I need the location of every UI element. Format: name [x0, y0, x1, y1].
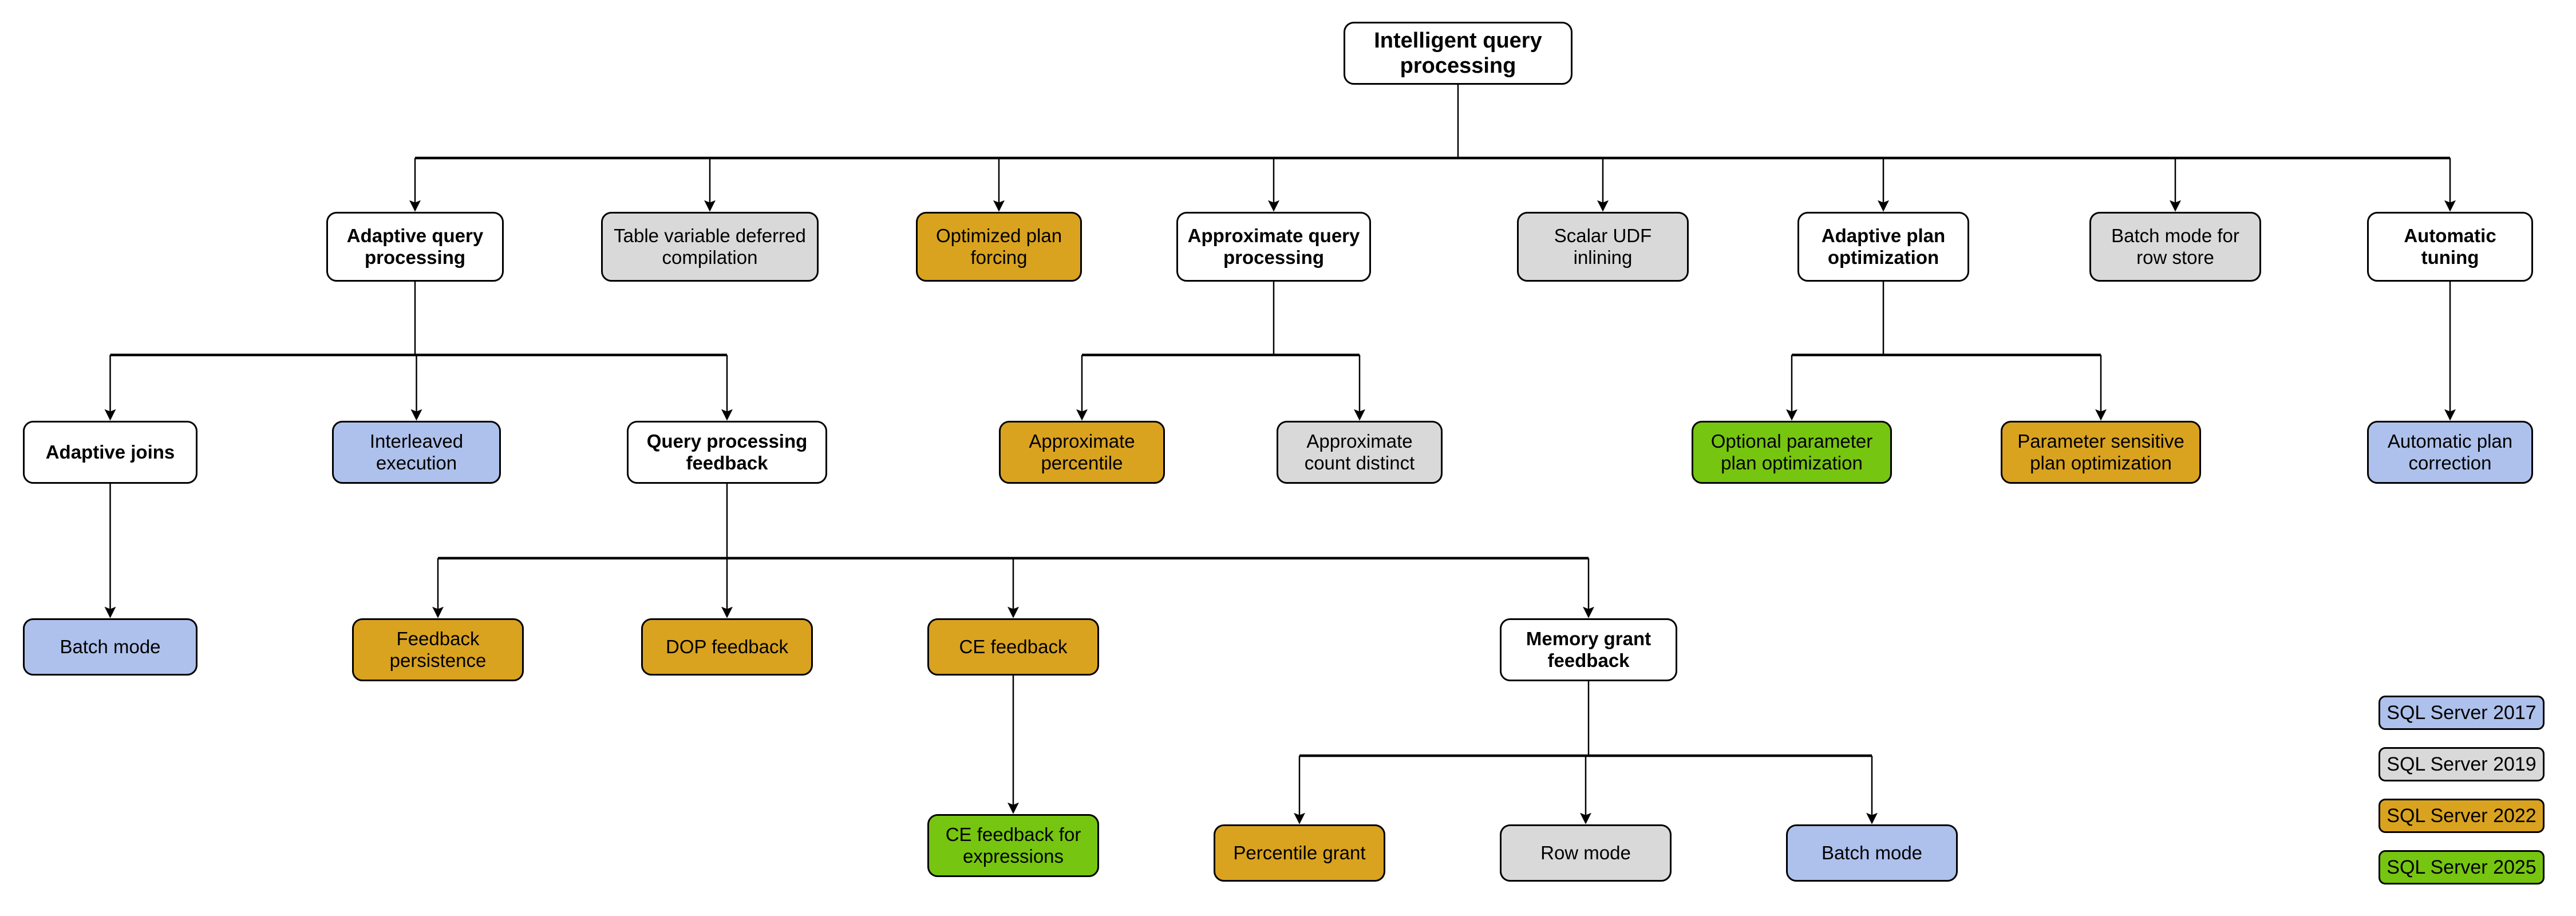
node-rmode[interactable]: Row mode	[1500, 824, 1672, 882]
node-opf[interactable]: Optimized plan forcing	[916, 212, 1082, 282]
node-cefb[interactable]: CE feedback	[927, 618, 1099, 676]
node-apq[interactable]: Approximate query processing	[1176, 212, 1371, 282]
node-bmode1[interactable]: Batch mode	[23, 618, 197, 676]
node-sudf[interactable]: Scalar UDF inlining	[1517, 212, 1689, 282]
legend-item-sql-server-2019: SQL Server 2019	[2379, 747, 2545, 781]
node-pgrant[interactable]: Percentile grant	[1214, 824, 1385, 882]
node-acdist[interactable]: Approximate count distinct	[1277, 421, 1443, 484]
node-qpf[interactable]: Query processing feedback	[627, 421, 827, 484]
node-cefbex[interactable]: CE feedback for expressions	[927, 814, 1099, 877]
node-oppo[interactable]: Optional parameter plan optimization	[1692, 421, 1892, 484]
node-dopfb[interactable]: DOP feedback	[641, 618, 813, 676]
node-bmrs[interactable]: Batch mode for row store	[2089, 212, 2261, 282]
node-fbpers[interactable]: Feedback persistence	[352, 618, 524, 681]
node-iqp[interactable]: Intelligent query processing	[1344, 22, 1573, 85]
legend-item-sql-server-2017: SQL Server 2017	[2379, 696, 2545, 730]
node-apc[interactable]: Automatic plan correction	[2367, 421, 2533, 484]
node-ilexec[interactable]: Interleaved execution	[332, 421, 501, 484]
node-atune[interactable]: Automatic tuning	[2367, 212, 2533, 282]
node-apo[interactable]: Adaptive plan optimization	[1797, 212, 1969, 282]
node-ajoin[interactable]: Adaptive joins	[23, 421, 197, 484]
legend-item-sql-server-2022: SQL Server 2022	[2379, 799, 2545, 833]
node-pspo[interactable]: Parameter sensitive plan optimization	[2001, 421, 2201, 484]
node-aqp[interactable]: Adaptive query processing	[326, 212, 504, 282]
node-aperc[interactable]: Approximate percentile	[999, 421, 1165, 484]
node-mgf[interactable]: Memory grant feedback	[1500, 618, 1677, 681]
legend-item-sql-server-2025: SQL Server 2025	[2379, 850, 2545, 885]
node-bmode2[interactable]: Batch mode	[1786, 824, 1958, 882]
node-tvdc[interactable]: Table variable deferred compilation	[601, 212, 819, 282]
